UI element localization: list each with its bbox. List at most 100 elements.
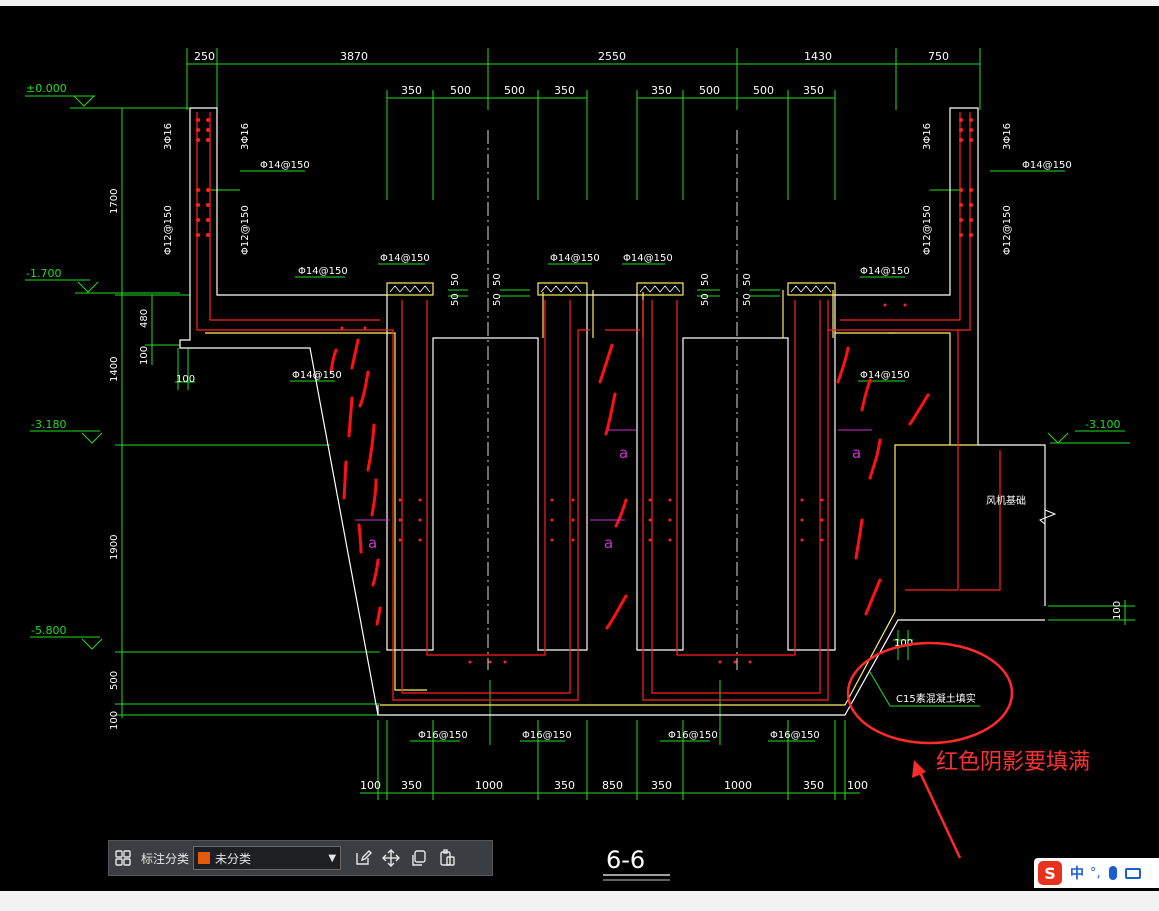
inner-dim-r1: 350 (651, 84, 672, 97)
vdim-1700: 1700 (109, 189, 120, 214)
rebar-label-bottom-3: Φ16@150 (668, 730, 718, 741)
annotation-text: 红色阴影要填满 (936, 750, 1090, 775)
c15-fill-label: C15素混凝土填实 (896, 692, 976, 705)
cad-drawing-canvas[interactable]: a a a a 250 3870 2550 1430 750 350 500 5… (0, 6, 1159, 891)
concrete-outline (205, 282, 978, 706)
small-dim-50-6: 50 (700, 293, 711, 306)
rebar-lines (196, 112, 1001, 701)
copy-icon[interactable] (405, 844, 433, 872)
annotation-arrow (912, 760, 962, 859)
toolbar-label: 标注分类 (141, 851, 190, 866)
small-dim-50-4: 50 (492, 293, 503, 306)
room-label-fan-base: 风机基础 (986, 494, 1026, 507)
structure-outline (179, 107, 1046, 716)
vdim-1400: 1400 (109, 357, 120, 382)
sogou-logo-icon[interactable]: S (1038, 861, 1062, 885)
elevation-5800: -5.800 (31, 624, 66, 637)
rebar-label-mr-a: Φ12@150 (922, 205, 933, 255)
rebar-label-tl-a: 3Φ16 (163, 123, 174, 150)
small-dim-50-8: 50 (742, 293, 753, 306)
category-select-value: 未分类 (215, 851, 252, 866)
edit-icon[interactable] (349, 844, 377, 872)
elevation-1700: -1.700 (26, 267, 61, 280)
inner-dim-r3: 500 (753, 84, 774, 97)
small-dim-50-3: 50 (492, 273, 503, 286)
ime-toolbar[interactable]: S 中 °, (1034, 858, 1159, 888)
annotation-ellipse (846, 641, 1014, 745)
vdim-100b: 100 (139, 346, 150, 365)
hdim-100: 100 (176, 374, 195, 385)
grid-icon[interactable] (109, 844, 137, 872)
ime-punctuation-toggle[interactable]: °, (1090, 865, 1101, 881)
small-dim-50-5: 50 (700, 273, 711, 286)
keyboard-icon[interactable] (1124, 867, 1141, 879)
section-marker-a3: a (619, 444, 628, 462)
small-dim-50-1: 50 (450, 273, 461, 286)
inner-dim-l2: 500 (450, 84, 471, 97)
inner-dim-l1: 350 (401, 84, 422, 97)
elevation-0: ±0.000 (26, 82, 67, 95)
top-dim-1: 250 (194, 50, 215, 63)
elevation-3180: -3.180 (31, 418, 66, 431)
paste-icon[interactable] (433, 844, 461, 872)
rebar-label-right-wall: Φ14@150 (1022, 160, 1072, 171)
center-lines (487, 130, 738, 670)
ime-language-toggle[interactable]: 中 (1070, 866, 1084, 882)
rebar-label-slab-right-low: Φ14@150 (860, 370, 910, 381)
rebar-label-bottom-4: Φ16@150 (770, 730, 820, 741)
inner-dim-r2: 500 (699, 84, 720, 97)
section-marker-a4: a (852, 444, 861, 462)
section-marker-labels: a a a a (368, 444, 861, 552)
rebar-label-slab-3: Φ14@150 (550, 253, 600, 264)
break-symbol (1039, 500, 1057, 540)
rebar-label-mr-b: Φ12@150 (1002, 205, 1013, 255)
red-freehand-hatch (329, 338, 930, 630)
bottom-dim-1: 100 (360, 779, 381, 792)
rebar-label-tr-b: 3Φ16 (1002, 123, 1013, 150)
bottom-window-strip (0, 891, 1159, 911)
small-dim-50-2: 50 (450, 293, 461, 306)
rebar-dots (196, 118, 973, 664)
vdim-1900: 1900 (109, 535, 120, 560)
rebar-label-slab-5: Φ14@150 (860, 266, 910, 277)
rebar-label-slab-1: Φ14@150 (298, 266, 348, 277)
bottom-dim-7: 1000 (724, 779, 752, 792)
rebar-label-bottom-1: Φ16@150 (418, 730, 468, 741)
bottom-dim-5: 850 (602, 779, 623, 792)
dimension-lines (25, 48, 1135, 800)
inner-dim-r4: 350 (803, 84, 824, 97)
vdim-100: 100 (109, 711, 120, 730)
top-dim-5: 750 (928, 50, 949, 63)
rebar-label-left-wall: Φ14@150 (260, 160, 310, 171)
rebar-label-slab-4: Φ14@150 (623, 253, 673, 264)
small-dim-100-right: 100 (1112, 601, 1123, 620)
elevation-3100: -3.100 (1085, 418, 1120, 431)
bottom-dim-9: 100 (847, 779, 868, 792)
top-dim-4: 1430 (804, 50, 832, 63)
vdim-480: 480 (139, 309, 150, 328)
rebar-label-slab-left-low: Φ14@150 (292, 370, 342, 381)
rebar-label-slab-2: Φ14@150 (380, 253, 430, 264)
top-dim-2: 3870 (340, 50, 368, 63)
microphone-icon[interactable] (1108, 866, 1117, 880)
category-swatch (198, 852, 211, 864)
annotation-toolbar: 标注分类 未分类 ▼ (108, 840, 493, 876)
section-marker-a2: a (604, 534, 613, 552)
top-window-strip (0, 0, 1159, 6)
small-dim-100-c15: 100 (894, 638, 913, 649)
slab-hatch (389, 285, 832, 293)
bottom-dim-3: 1000 (475, 779, 503, 792)
rebar-label-tl-b: 3Φ16 (240, 123, 251, 150)
rebar-label-tr-a: 3Φ16 (922, 123, 933, 150)
bottom-dim-2: 350 (401, 779, 422, 792)
category-select[interactable]: 未分类 ▼ (193, 846, 342, 870)
top-dim-3: 2550 (598, 50, 626, 63)
move-icon[interactable] (377, 844, 405, 872)
section-marker-lines (355, 429, 872, 521)
bottom-dim-6: 350 (651, 779, 672, 792)
chevron-down-icon: ▼ (328, 852, 337, 864)
rebar-label-bottom-2: Φ16@150 (522, 730, 572, 741)
rebar-label-ml-b: Φ12@150 (240, 205, 251, 255)
section-marker-a1: a (368, 534, 377, 552)
inner-dim-l3: 500 (504, 84, 525, 97)
